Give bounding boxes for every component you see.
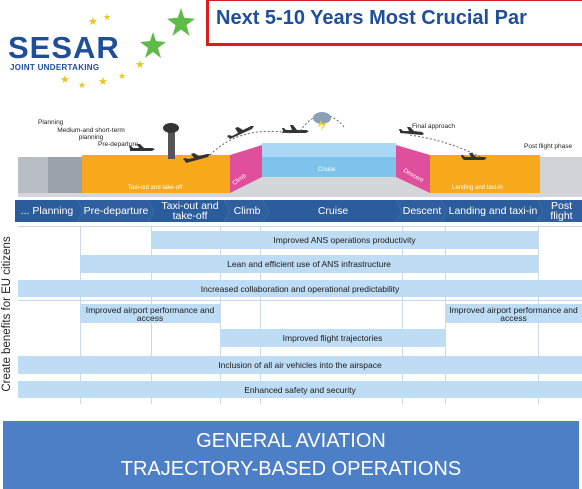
footer-line-2: TRAJECTORY-BASED OPERATIONS	[120, 458, 462, 480]
phase-cruise: Cruise	[317, 205, 349, 217]
diagram-label-post-flight: Post flight phase	[524, 143, 573, 150]
diagram-label-planning: Planning	[38, 119, 64, 126]
phase-planning: ... Planning	[20, 205, 74, 217]
sesar-logo: ★ ★ ★ ★ ★ ★ ★ SESAR JOINT UNDERTAKING	[0, 0, 210, 92]
grid-line	[18, 226, 582, 227]
band-label-taxi-out: Taxi-out and take-off	[128, 185, 183, 191]
band-label-landing: Landing and taxi-in	[452, 185, 503, 191]
benefit-collaboration: Increased collaboration and operational …	[18, 280, 582, 297]
band-label-cruise: Cruise	[318, 167, 336, 173]
benefit-ans-productivity: Improved ANS operations productivity	[151, 231, 538, 249]
grid-line	[220, 226, 221, 404]
diagram-label-medium-short-term: Medium-and short-term planning	[57, 127, 125, 141]
diagram-label-pre-departure: Pre-departure	[98, 141, 139, 148]
benefit-airport-performance-arrival: Improved airport performance and access	[445, 304, 582, 323]
phase-descent: Descent	[402, 205, 442, 217]
benefit-airport-performance-departure: Improved airport performance and access	[80, 304, 220, 323]
benefit-lean-infrastructure: Lean and efficient use of ANS infrastruc…	[80, 255, 538, 273]
footer-line-1: GENERAL AVIATION	[196, 430, 386, 452]
phase-landing: Landing and taxi-in	[448, 205, 538, 217]
phase-post-flight: Post flight	[550, 200, 573, 222]
green-star-large-icon	[167, 8, 195, 36]
logo-wordmark: SESAR	[8, 30, 120, 65]
benefit-flight-trajectories: Improved flight trajectories	[220, 329, 445, 347]
logo-subtitle: JOINT UNDERTAKING	[10, 63, 100, 72]
benefits-grid: Improved ANS operations productivity Lea…	[18, 226, 582, 404]
phase-climb: Climb	[233, 205, 261, 217]
grid-line	[260, 226, 261, 404]
green-star-icon	[140, 32, 166, 58]
phase-taxi-out: Taxi-out and take-off	[161, 200, 219, 222]
grid-line	[402, 226, 403, 404]
side-label: Create benefits for EU citizens	[1, 236, 13, 392]
slide-title-box: Next 5-10 Years Most Crucial Par	[206, 0, 582, 46]
phase-pre-departure: Pre-departure	[83, 205, 149, 217]
phase-bar: ... Planning Pre-departure Taxi-out and …	[15, 200, 582, 222]
phase-bar-chevrons	[15, 200, 582, 222]
general-aviation-box: GENERAL AVIATION TRAJECTORY-BASED OPERAT…	[3, 421, 579, 489]
diagram-label-final-approach: Final approach	[412, 123, 455, 130]
flight-phase-diagram: Planning Medium-and short-term planning …	[0, 105, 582, 200]
slide-title: Next 5-10 Years Most Crucial Par	[216, 7, 527, 29]
flight-profile-illustration	[18, 112, 582, 197]
benefit-safety-security: Enhanced safety and security	[18, 381, 582, 398]
benefit-inclusion-air-vehicles: Inclusion of all air vehicles into the a…	[18, 356, 582, 374]
grid-line	[18, 300, 582, 301]
